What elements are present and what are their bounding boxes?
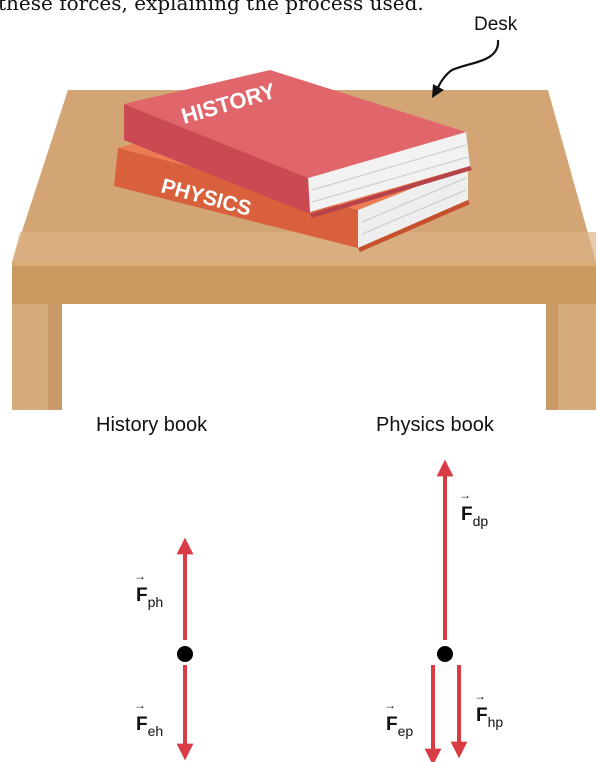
label-f-eh-sub: eh (148, 723, 164, 739)
history-book-point (177, 646, 193, 662)
label-f-ep: → Fep (384, 698, 413, 739)
physics-book-point (437, 646, 453, 662)
svg-text:Fep: Fep (386, 714, 413, 739)
label-f-dp-symbol: F (461, 504, 473, 525)
label-f-ep-arrow: → (384, 698, 396, 712)
label-f-ph-arrow: → (134, 569, 146, 583)
label-f-dp: → Fdp (459, 488, 488, 529)
history-diagram-title: History book (96, 414, 208, 436)
label-f-hp: → Fhp (474, 689, 503, 730)
desk-front-edge (12, 262, 596, 304)
label-f-eh-symbol: F (136, 714, 148, 735)
desk-pointer-arrow (437, 40, 498, 90)
label-f-eh-arrow: → (134, 698, 146, 712)
svg-text:Fph: Fph (136, 585, 163, 610)
label-f-dp-sub: dp (473, 513, 489, 529)
label-f-ph-symbol: F (136, 585, 148, 606)
label-f-hp-sub: hp (488, 714, 504, 730)
label-f-ph-sub: ph (148, 594, 164, 610)
desk-front-edge-highlight (12, 262, 596, 266)
desk-leg-right-shade (546, 290, 558, 410)
desk-leg-left-shade (48, 290, 62, 410)
label-f-hp-arrow: → (474, 689, 486, 703)
label-f-ep-sub: ep (398, 723, 414, 739)
header-text: these forces, explaining the process use… (0, 0, 424, 15)
label-f-ph: → Fph (134, 569, 163, 610)
physics-fbd (433, 468, 459, 757)
desk-top-reflection (12, 232, 596, 262)
label-f-eh: → Feh (134, 698, 163, 739)
label-f-dp-arrow: → (459, 488, 471, 502)
svg-text:Feh: Feh (136, 714, 163, 739)
history-fbd (177, 546, 193, 752)
label-f-hp-symbol: F (476, 705, 488, 726)
desk-label: Desk (474, 14, 518, 35)
svg-text:Fdp: Fdp (461, 504, 488, 529)
label-f-ep-symbol: F (386, 714, 398, 735)
svg-text:Fhp: Fhp (476, 705, 503, 730)
physics-diagram-title: Physics book (376, 414, 495, 436)
